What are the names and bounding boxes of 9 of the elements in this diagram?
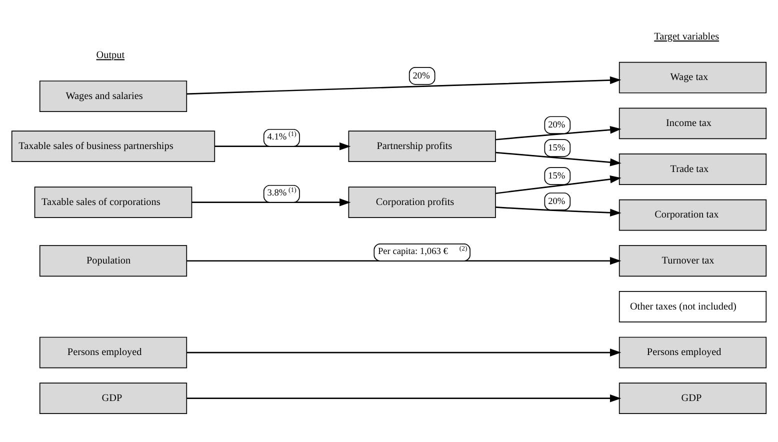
- edge-label: 3.8%$^{(1)}$: [267, 186, 296, 198]
- label: Output: [96, 50, 125, 62]
- edge-label: 20%: [548, 120, 566, 130]
- label: Target variables: [654, 32, 720, 43]
- edge-label: 20%: [548, 196, 566, 207]
- edge-label: 20%: [412, 71, 430, 82]
- edge-label: 15%: [548, 143, 566, 154]
- edge-label: 4.1%$^{(1)}$: [267, 130, 296, 142]
- edge-label: 15%: [548, 171, 566, 182]
